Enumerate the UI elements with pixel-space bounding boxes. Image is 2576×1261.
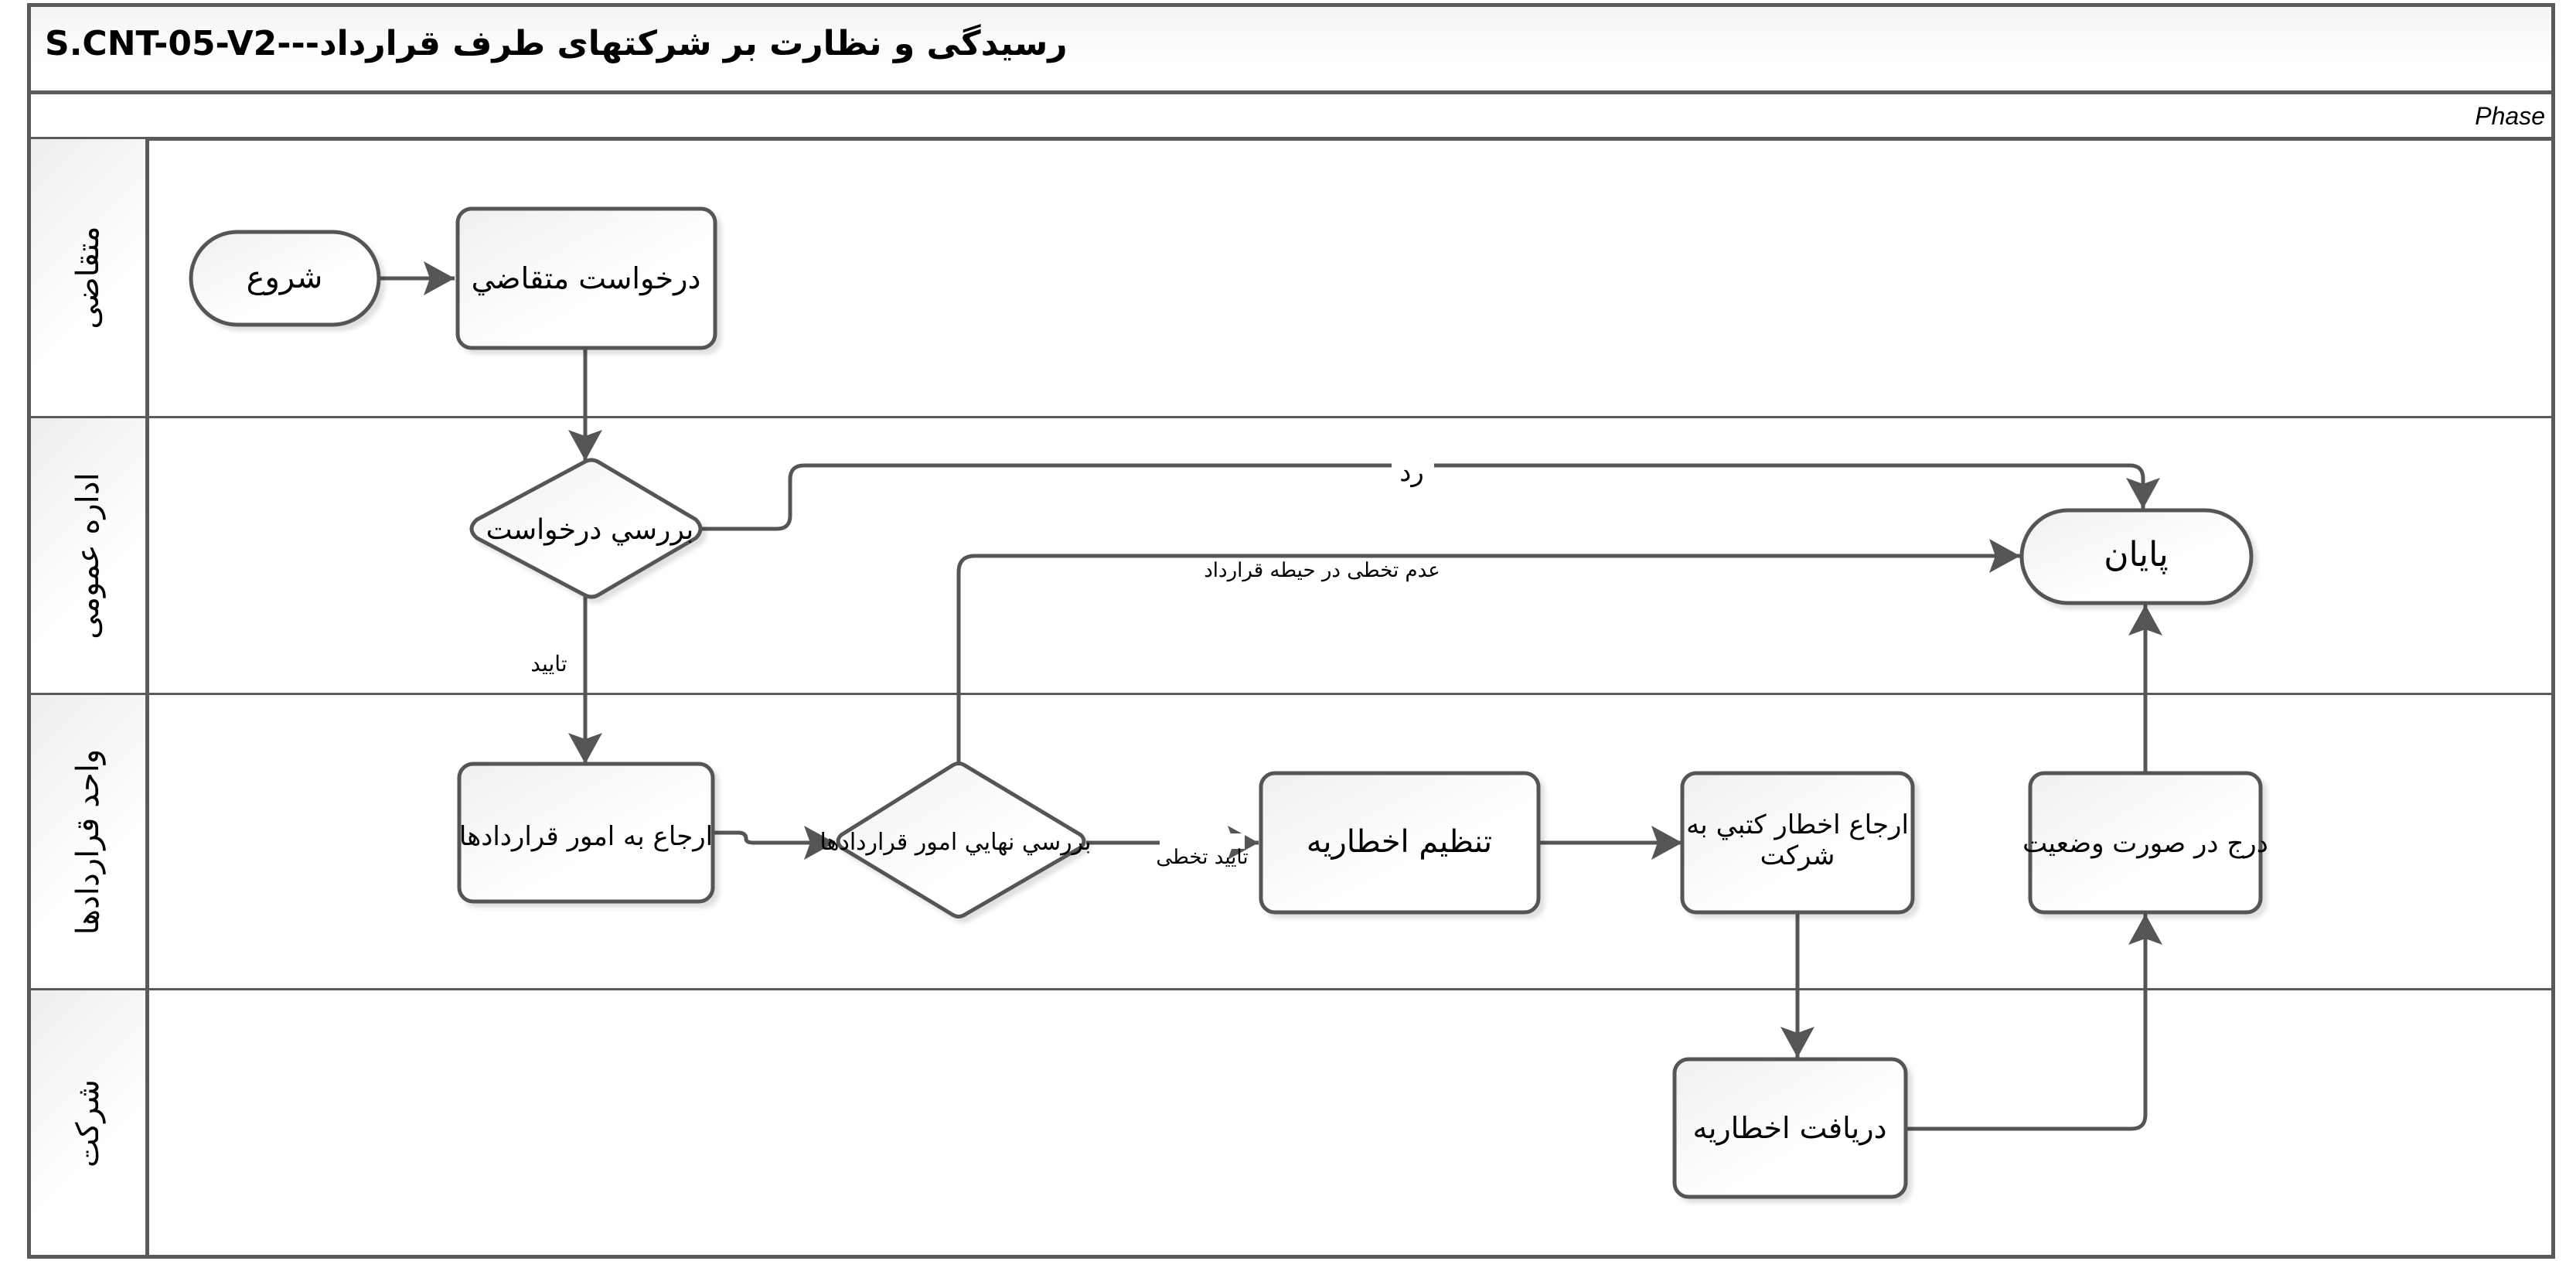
node-request-label: درخواست متقاضي xyxy=(472,261,701,296)
node-receive-notice-label: دريافت اخطاريه xyxy=(1692,1111,1886,1145)
lane-header-general-dept: اداره عمومی xyxy=(31,418,149,693)
edge-final-review-no-violation-to-end xyxy=(956,539,2020,765)
node-refer-contracts[interactable]: ارجاع به امور قراردادها xyxy=(457,762,715,904)
edge-label-violation-confirmed: تایید تخطی xyxy=(1156,846,1248,869)
lane-header-applicant: متقاضی xyxy=(31,139,149,416)
node-review-request[interactable]: بررسي درخواست xyxy=(469,458,703,599)
phase-label: Phase xyxy=(2475,102,2545,130)
node-receive-notice[interactable]: دريافت اخطاريه xyxy=(1672,1057,1908,1199)
edge-label-no-violation: عدم تخطی در حیطه قرارداد xyxy=(1204,559,1440,582)
node-refer-contracts-label: ارجاع به امور قراردادها xyxy=(459,821,713,852)
node-end-label: پايان xyxy=(2104,535,2169,574)
edge-label-approve: تایید xyxy=(530,651,567,677)
node-refer-written-notice-line1: ارجاع اخطار كتبي به xyxy=(1686,809,1909,840)
node-record-statement[interactable]: درج در صورت وضعيت xyxy=(2022,771,2268,915)
edge-refer-to-final-review xyxy=(713,826,835,860)
lane-header-contracts-unit: واحد قراردادها xyxy=(31,695,149,988)
node-prepare-notice-label: تنظيم اخطاريه xyxy=(1307,824,1492,860)
lane-header-company: شرکت xyxy=(31,990,149,1256)
edge-review-reject-to-end xyxy=(702,463,2160,531)
node-refer-written-notice-line2: شركت xyxy=(1760,840,1835,871)
node-start[interactable]: شروع xyxy=(189,230,381,327)
phase-row: Phase xyxy=(27,90,2555,141)
edge-receive-to-record xyxy=(1906,914,2162,1131)
node-refer-written-notice[interactable]: ارجاع اخطار كتبي به شركت xyxy=(1680,771,1915,915)
node-start-label: شروع xyxy=(247,260,323,295)
node-final-review[interactable]: بررسي نهايي امور قراردادها xyxy=(820,762,1092,918)
node-end[interactable]: پايان xyxy=(2019,508,2254,605)
node-review-request-label: بررسي درخواست xyxy=(486,514,694,546)
diagram-frame xyxy=(27,3,2555,1259)
node-prepare-notice[interactable]: تنظيم اخطاريه xyxy=(1259,771,1541,915)
node-final-review-label: بررسي نهايي امور قراردادها xyxy=(820,829,1092,856)
diagram-title: S.CNT-05-V2---رسیدگی و نظارت بر شرکتهای … xyxy=(45,24,1068,63)
lane-contracts-unit: واحد قراردادها xyxy=(27,693,2555,990)
edge-label-reject: رد xyxy=(1399,457,1424,488)
node-request[interactable]: درخواست متقاضي xyxy=(455,206,717,350)
node-record-statement-label: درج در صورت وضعيت xyxy=(2022,828,2268,859)
